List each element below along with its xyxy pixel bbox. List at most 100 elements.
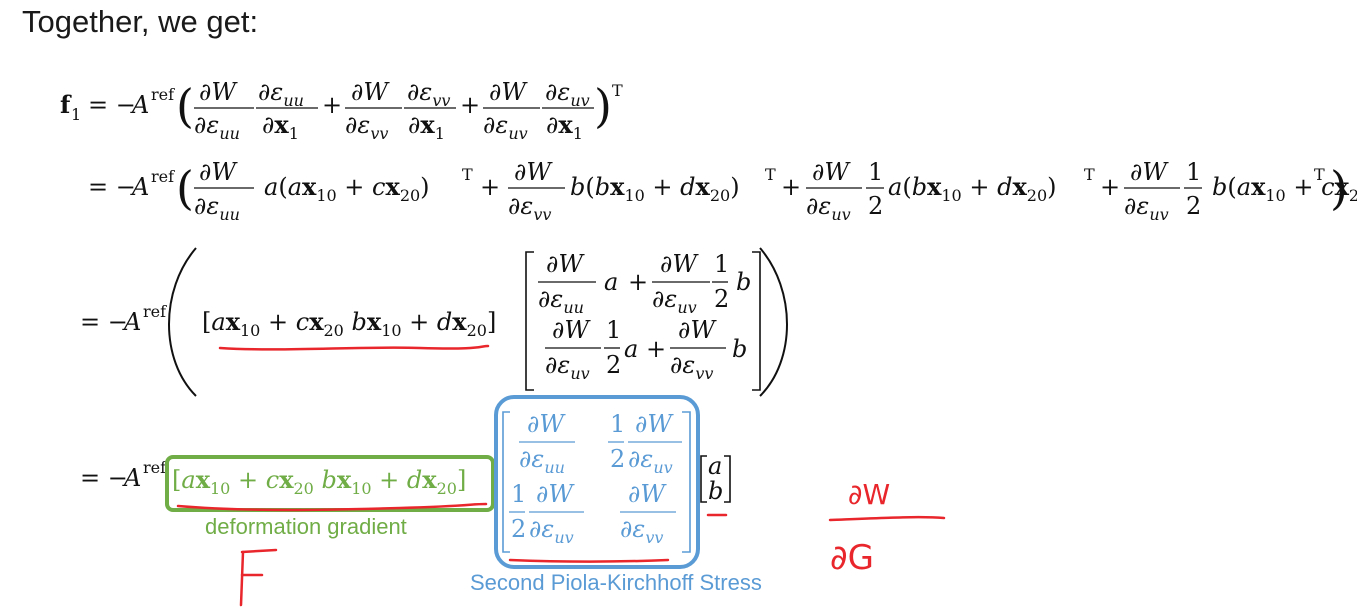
svg-text:∂εuu: ∂εuu: [519, 445, 565, 477]
svg-text:T: T: [765, 165, 776, 184]
svg-text:a(ax10 + cx20): a(ax10 + cx20): [264, 172, 430, 205]
svg-text:∂W: ∂W: [660, 250, 699, 278]
svg-text:∂W: ∂W: [812, 158, 851, 186]
svg-text:= −: = −: [88, 91, 136, 119]
svg-text:a: a: [624, 335, 638, 363]
svg-text:1: 1: [71, 105, 81, 124]
svg-text:∂εuu: ∂εuu: [194, 192, 240, 224]
svg-text:∂W: ∂W: [351, 78, 390, 106]
svg-text:A: A: [130, 91, 149, 119]
handwritten-dG: ∂G: [830, 538, 874, 578]
svg-text:∂εvv: ∂εvv: [508, 192, 551, 224]
svg-text:∂x1: ∂x1: [408, 110, 445, 143]
svg-text:(: (: [176, 79, 194, 133]
svg-text:[ax10 + cx20 bx10 + dx20]: [ax10 + cx20 bx10 + dx20]: [202, 307, 496, 340]
svg-text:∂εuv: ∂εuv: [529, 515, 574, 547]
svg-text:1: 1: [868, 158, 883, 186]
svg-text:1: 1: [606, 316, 621, 344]
svg-text:= −: = −: [80, 308, 128, 336]
svg-text:1: 1: [714, 250, 729, 278]
svg-text:∂εuu: ∂εuu: [538, 285, 584, 317]
svg-text:b: b: [736, 268, 751, 296]
svg-text:T: T: [462, 165, 473, 184]
svg-text:+: +: [1100, 173, 1120, 201]
svg-text:∂W: ∂W: [1130, 158, 1169, 186]
svg-text:∂W: ∂W: [546, 250, 585, 278]
handwritten-dW: ∂W: [848, 478, 891, 511]
svg-text:∂εvv: ∂εvv: [620, 515, 663, 547]
svg-text:2: 2: [1186, 192, 1201, 220]
svg-text:1: 1: [511, 480, 526, 508]
svg-text:2: 2: [511, 515, 526, 543]
svg-text:ref: ref: [143, 302, 167, 321]
svg-text:∂W: ∂W: [199, 78, 238, 106]
svg-text:a: a: [708, 452, 722, 480]
svg-text:∂εvv: ∂εvv: [670, 351, 713, 383]
svg-text:∂εuv: ∂εuv: [545, 351, 590, 383]
svg-text:+: +: [460, 91, 480, 119]
svg-text:∂W: ∂W: [536, 480, 575, 508]
svg-text:b(bx10 + dx20): b(bx10 + dx20): [570, 172, 740, 205]
second-piola-box: [494, 395, 700, 569]
svg-text:∂εvv: ∂εvv: [407, 78, 450, 110]
svg-text:b: b: [732, 335, 747, 363]
svg-text:): ): [594, 79, 612, 133]
svg-text:= −: = −: [80, 464, 128, 492]
svg-text:∂εuu: ∂εuu: [258, 78, 304, 110]
svg-text:∂εuu: ∂εuu: [194, 111, 240, 143]
page-heading: Together, we get:: [22, 4, 259, 39]
svg-text:ref: ref: [151, 167, 175, 186]
svg-text:a: a: [604, 268, 618, 296]
svg-text:ref: ref: [143, 458, 167, 477]
svg-text:∂εuv: ∂εuv: [806, 192, 851, 224]
svg-text:∂εuv: ∂εuv: [483, 111, 528, 143]
svg-text:∂W: ∂W: [628, 480, 667, 508]
svg-text:1: 1: [610, 410, 625, 438]
svg-text:A: A: [130, 173, 149, 201]
svg-text:f: f: [60, 90, 72, 119]
svg-text:a(bx10 + dx20): a(bx10 + dx20): [888, 172, 1057, 205]
svg-text:T: T: [1084, 165, 1095, 184]
svg-text:b: b: [708, 477, 723, 505]
svg-text:[ax10 + cx20 bx10 + dx20]: [ax10 + cx20 bx10 + dx20]: [172, 465, 466, 498]
svg-text:2: 2: [868, 192, 883, 220]
svg-text:∂εuv: ∂εuv: [1124, 192, 1169, 224]
svg-text:T: T: [612, 81, 623, 100]
svg-text:+: +: [628, 268, 648, 296]
svg-text:∂εuv: ∂εuv: [628, 445, 673, 477]
svg-text:A: A: [122, 464, 141, 492]
svg-text:(: (: [176, 161, 194, 215]
svg-text:T: T: [1314, 165, 1325, 184]
svg-text:∂εuv: ∂εuv: [652, 285, 697, 317]
svg-text:b(ax10 + cx20): b(ax10 + cx20): [1212, 172, 1357, 205]
svg-text:∂W: ∂W: [552, 316, 591, 344]
svg-text:∂εuv: ∂εuv: [545, 78, 590, 110]
svg-text:+: +: [646, 335, 666, 363]
svg-text:+: +: [781, 173, 801, 201]
svg-text:+: +: [322, 91, 342, 119]
svg-text:∂W: ∂W: [514, 158, 553, 186]
svg-text:): ): [1330, 161, 1348, 215]
svg-text:∂W: ∂W: [678, 316, 717, 344]
svg-text:∂W: ∂W: [635, 410, 674, 438]
svg-text:∂x1: ∂x1: [262, 110, 299, 143]
svg-text:2: 2: [714, 285, 729, 313]
svg-text:ref: ref: [151, 85, 175, 104]
svg-text:+: +: [480, 173, 500, 201]
svg-text:∂W: ∂W: [489, 78, 528, 106]
second-piola-label: Second Piola-Kirchhoff Stress: [470, 570, 762, 595]
svg-text:∂W: ∂W: [527, 410, 566, 438]
svg-text:∂εvv: ∂εvv: [345, 111, 388, 143]
svg-text:∂x1: ∂x1: [546, 110, 583, 143]
svg-text:= −: = −: [88, 173, 136, 201]
svg-text:∂W: ∂W: [199, 158, 238, 186]
handwritten-annotations: [176, 344, 946, 607]
svg-text:A: A: [122, 308, 141, 336]
svg-text:2: 2: [610, 445, 625, 473]
svg-text:1: 1: [1186, 158, 1201, 186]
